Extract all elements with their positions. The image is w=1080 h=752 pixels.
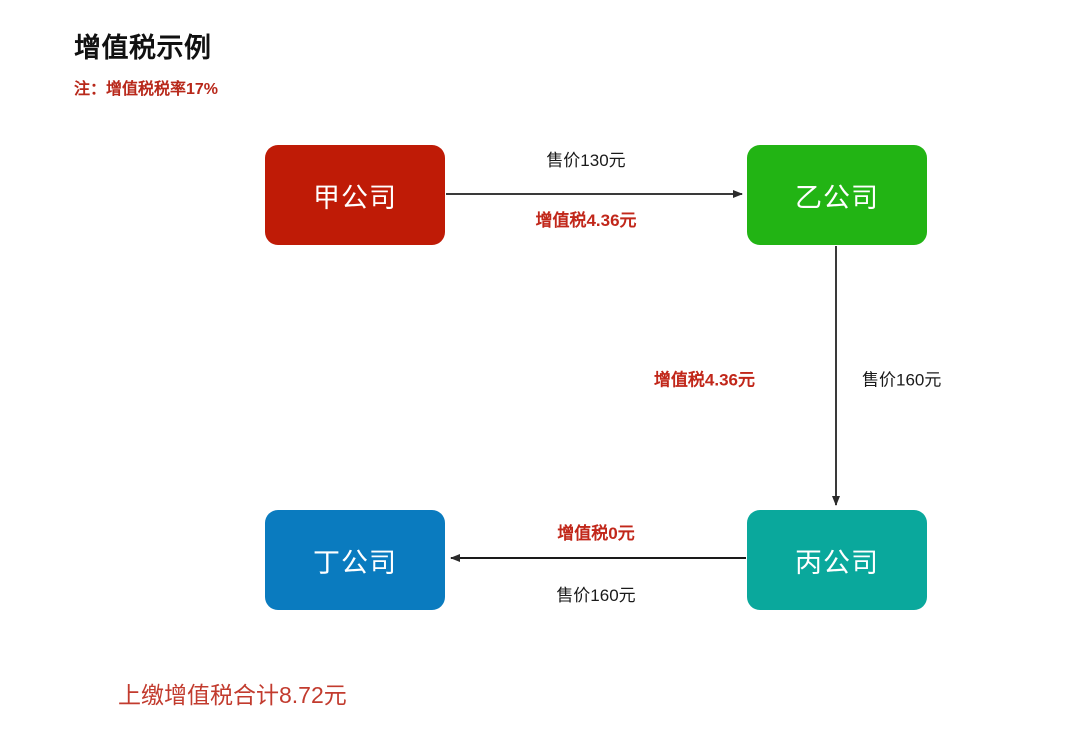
node-label: 乙公司	[795, 182, 879, 213]
edge-label-price-jia-yi: 售价130元	[546, 151, 626, 170]
edge-label-tax-jia-yi: 增值税4.36元	[535, 211, 637, 230]
edge-label-price-bing-ding: 售价160元	[556, 586, 636, 605]
node-label: 甲公司	[313, 182, 397, 213]
node-company-ding[interactable]: 丁公司	[265, 510, 445, 610]
node-label: 丁公司	[313, 547, 397, 578]
node-company-jia[interactable]: 甲公司	[265, 145, 445, 245]
node-company-bing[interactable]: 丙公司	[747, 510, 927, 610]
total-tax-text: 上缴增值税合计8.72元	[118, 682, 347, 708]
node-company-yi[interactable]: 乙公司	[747, 145, 927, 245]
node-label: 丙公司	[795, 547, 879, 578]
edge-label-tax-yi-bing: 增值税4.36元	[653, 370, 755, 390]
page-note: 注：增值税税率17%	[74, 81, 219, 98]
edge-label-tax-bing-ding: 增值税0元	[557, 524, 635, 543]
edge-label-price-yi-bing: 售价160元	[862, 370, 942, 390]
page-title: 增值税示例	[74, 33, 212, 63]
